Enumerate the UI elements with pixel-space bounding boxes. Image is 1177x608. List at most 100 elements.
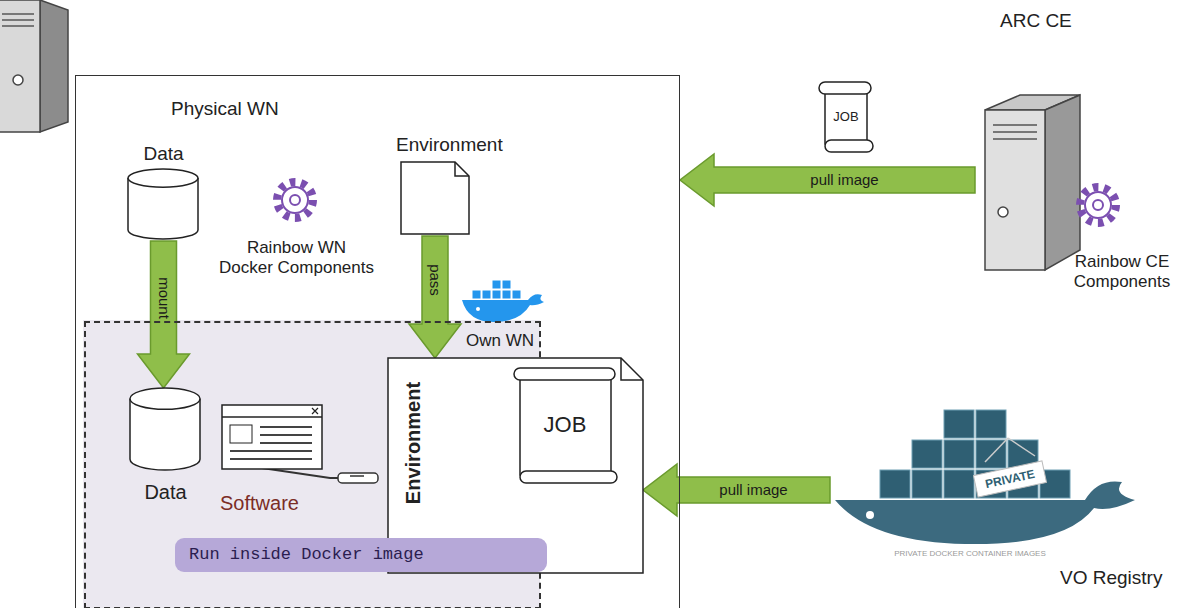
registry-whale	[880, 470, 910, 498]
node-text-holder: Environment	[396, 134, 506, 157]
node-text-holder: Data	[128, 480, 203, 504]
node-text-holder: Rainbow CE Components	[1072, 252, 1172, 293]
server-icon	[0, 0, 40, 132]
docker-whale	[512, 290, 521, 299]
server-icon	[13, 75, 23, 85]
node-text: Run inside Docker image	[189, 545, 424, 565]
block-arrow	[643, 464, 830, 516]
node-text: Data	[128, 480, 203, 504]
cable-plug	[338, 473, 378, 483]
docker-whale	[482, 290, 491, 299]
node-text-holder: Software	[220, 491, 299, 515]
job-scroll: JOB	[513, 368, 618, 483]
node-text: JOB	[819, 109, 873, 125]
server-icon	[998, 207, 1008, 217]
server-icon	[985, 110, 1045, 270]
arrow-label: pull image	[719, 481, 787, 499]
docker-whale	[502, 280, 511, 289]
registry-whale	[912, 440, 942, 468]
physical-wn-box: Physical WNDataEnvironmentOwn WNDataSoft…	[75, 75, 680, 608]
registry-whale	[912, 470, 942, 498]
component-label: Rainbow WN Docker Components	[218, 238, 375, 279]
docker-whale	[462, 280, 544, 322]
registry-whale	[1008, 438, 1035, 456]
registry-whale	[985, 438, 1008, 462]
block-arrow	[680, 154, 975, 206]
node-text-holder: ARC CE	[1000, 10, 1072, 33]
block-arrow	[138, 241, 190, 388]
server-icon	[2, 25, 34, 27]
server-icon	[2, 13, 34, 15]
docker-whale	[502, 290, 511, 299]
server-icon	[2, 19, 34, 21]
run-band: Run inside Docker image	[175, 538, 547, 572]
vo-registry: VO Registry	[830, 395, 1170, 595]
docker-whale	[462, 294, 544, 322]
node-text: Own WN	[466, 331, 534, 351]
server-icon	[993, 138, 1037, 140]
node-text-holder: Run inside Docker image	[189, 545, 424, 565]
gear-icon	[277, 182, 313, 218]
environment-file: Environment	[399, 134, 471, 236]
node-text: Physical WN	[171, 98, 279, 121]
node-text-holder: Own WN	[466, 331, 534, 351]
docker-whale	[472, 290, 481, 299]
sign-text: PRIVATE	[973, 461, 1046, 497]
registry-whale	[835, 410, 1135, 544]
gear-icon	[1093, 200, 1103, 210]
gear-icon	[290, 195, 300, 205]
node-text-holder: VO Registry	[1060, 567, 1162, 590]
job-scroll: JOB	[818, 82, 874, 152]
own-wn-container: Own WNDataSoftwareEnvironmentJOBRun insi…	[84, 321, 541, 608]
node-text: JOB	[515, 412, 615, 438]
gear-icon	[277, 182, 313, 218]
sign-text-holder: PRIVATE	[973, 461, 1046, 497]
node-text-holder: Physical WN	[171, 98, 279, 121]
arc-ce-server: ARC CE Rainbow CE Components	[975, 5, 1175, 305]
registry-whale	[973, 461, 1046, 497]
docker-whale	[476, 307, 480, 311]
server-icon	[993, 131, 1037, 133]
caption-text-holder: PRIVATE DOCKER CONTAINER IMAGES	[860, 549, 1080, 559]
docker-whale	[492, 290, 501, 299]
node-text-holder: JOB	[819, 109, 873, 125]
node-text-holder: Data	[126, 143, 201, 166]
arrow-label-holder: pass	[426, 264, 444, 296]
arrow-label-holder: pull image	[810, 171, 878, 189]
node-text: VO Registry	[1060, 567, 1162, 590]
cable-plug	[262, 468, 378, 483]
node-text-holder: JOB	[515, 412, 615, 438]
data-store: Data	[128, 388, 203, 513]
server-icon	[40, 0, 68, 132]
gear-icon	[1085, 192, 1111, 218]
arrow-label: mount	[155, 277, 173, 319]
node-text: Software	[220, 491, 299, 515]
arrow-label-holder: mount	[155, 277, 173, 319]
arrow-label: pass	[426, 264, 444, 296]
registry-whale	[944, 470, 974, 498]
server-icon	[993, 124, 1037, 126]
gear-icon	[1080, 187, 1116, 223]
block-arrow	[409, 236, 461, 358]
node-text: Environment	[400, 378, 426, 508]
arrow-label-holder: pull image	[719, 481, 787, 499]
node-text: ARC CE	[1000, 10, 1072, 33]
data-store: Data	[126, 143, 201, 241]
registry-whale	[976, 410, 1006, 438]
gear-icon	[1080, 187, 1116, 223]
node-text: Rainbow CE Components	[1072, 252, 1172, 293]
cable-plug	[350, 475, 364, 477]
server-icon	[985, 95, 1080, 270]
gear-icon	[282, 187, 308, 213]
caption-text: PRIVATE DOCKER CONTAINER IMAGES	[860, 549, 1080, 559]
registry-whale	[944, 410, 974, 438]
server-icon	[1045, 95, 1080, 270]
server-icon	[0, 0, 68, 132]
registry-whale	[866, 511, 874, 519]
registry-whale	[944, 440, 974, 468]
arrow-label: pull image	[810, 171, 878, 189]
docker-whale	[492, 280, 501, 289]
component-label-holder: Rainbow WN Docker Components	[218, 238, 375, 279]
